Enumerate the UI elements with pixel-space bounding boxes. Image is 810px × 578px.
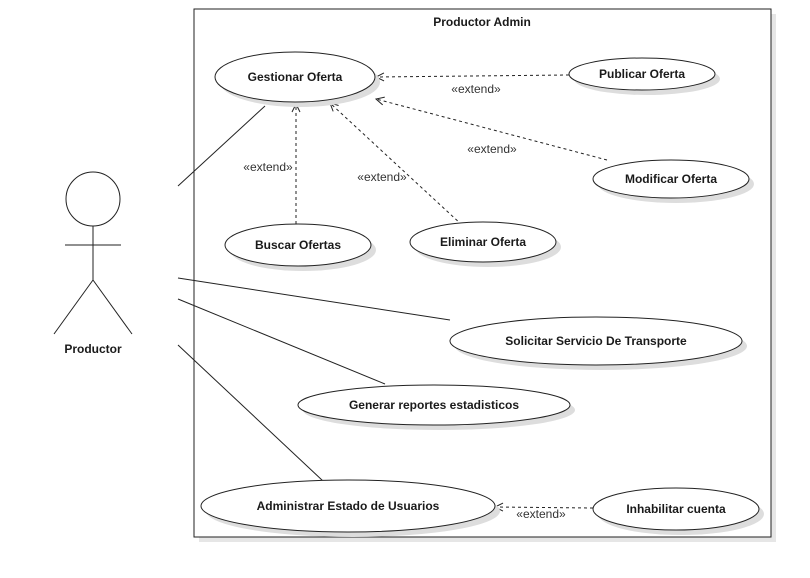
association-gestionar-oferta [177, 105, 266, 187]
use-case-label: Gestionar Oferta [248, 70, 343, 84]
actor-right-leg [92, 279, 133, 335]
system-title: Productor Admin [433, 15, 531, 29]
extend-label-modificar: «extend» [467, 142, 517, 156]
use-case-label: Solicitar Servicio De Transporte [505, 334, 687, 348]
use-case-buscar-ofertas[interactable]: Buscar Ofertas [224, 223, 376, 271]
extend-modificar-to-gestionar [376, 99, 608, 161]
use-case-administrar-usuarios[interactable]: Administrar Estado de Usuarios [200, 479, 500, 537]
extend-inhabilitar-to-administrar [495, 507, 594, 508]
association-generar-reportes [177, 298, 386, 385]
use-case-label: Administrar Estado de Usuarios [257, 499, 440, 513]
extend-label-eliminar: «extend» [357, 170, 407, 184]
extend-publicar-to-gestionar [376, 75, 570, 77]
association-administrar-usuarios [177, 344, 324, 482]
extend-label-publicar: «extend» [451, 82, 501, 96]
use-case-label: Generar reportes estadisticos [349, 398, 519, 412]
actor-productor[interactable]: Productor [53, 171, 133, 356]
extend-label-buscar: «extend» [243, 160, 293, 174]
use-case-label: Publicar Oferta [599, 67, 685, 81]
actor-head [65, 171, 121, 227]
use-case-label: Buscar Ofertas [255, 238, 341, 252]
use-case-label: Eliminar Oferta [440, 235, 526, 249]
use-case-generar-reportes[interactable]: Generar reportes estadisticos [297, 384, 575, 430]
use-case-modificar-oferta[interactable]: Modificar Oferta [592, 159, 754, 203]
extend-label-inhabilitar: «extend» [516, 507, 566, 521]
use-case-inhabilitar-cuenta[interactable]: Inhabilitar cuenta [592, 487, 764, 535]
use-case-solicitar-transporte[interactable]: Solicitar Servicio De Transporte [449, 316, 747, 370]
association-solicitar-transporte [177, 277, 451, 321]
use-case-publicar-oferta[interactable]: Publicar Oferta [568, 57, 720, 95]
extend-relations: «extend» «extend» «extend» «extend» «ext… [243, 75, 608, 521]
use-case-gestionar-oferta[interactable]: Gestionar Oferta [214, 51, 380, 107]
actor-label: Productor [64, 342, 122, 356]
use-case-eliminar-oferta[interactable]: Eliminar Oferta [409, 221, 561, 267]
actor-left-leg [53, 279, 94, 335]
use-case-label: Inhabilitar cuenta [626, 502, 726, 516]
use-case-label: Modificar Oferta [625, 172, 717, 186]
associations [177, 105, 451, 482]
